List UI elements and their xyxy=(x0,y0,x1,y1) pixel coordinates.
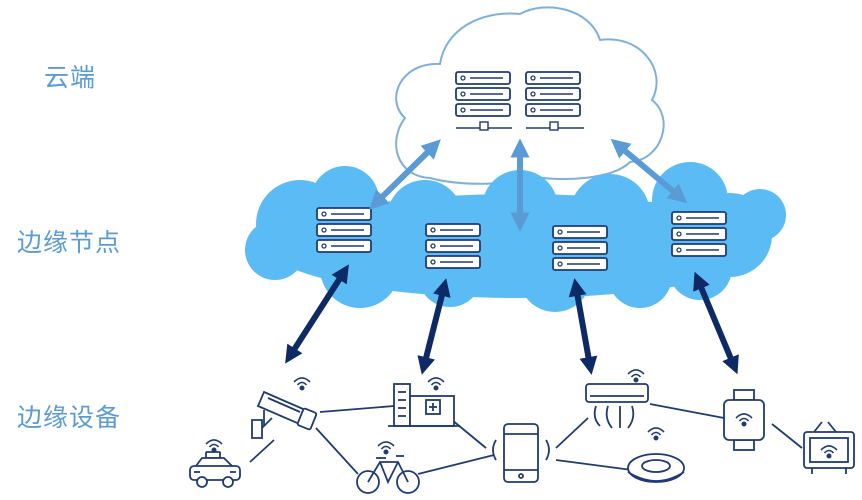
cloud-edge-arrows xyxy=(369,138,688,232)
edge-server-1 xyxy=(317,208,371,252)
cloud-server-rack-right xyxy=(525,71,584,131)
taxi-icon xyxy=(189,439,241,488)
smartwatch-icon xyxy=(723,389,765,451)
hospital-building-icon xyxy=(388,377,460,427)
cloud-server-rack-left xyxy=(455,71,512,131)
edge-node-tier-label: 边缘节点 xyxy=(17,228,122,257)
edge-device-arrows xyxy=(285,264,739,375)
edge-server-3 xyxy=(553,226,607,270)
smartphone-icon xyxy=(492,423,550,483)
bicycle-icon xyxy=(356,441,420,494)
robot-vacuum-icon xyxy=(627,427,685,483)
surveillance-camera-icon xyxy=(251,377,318,439)
cloud-tier-label: 云端 xyxy=(44,63,97,92)
edge-server-2 xyxy=(426,224,480,268)
device-links xyxy=(249,403,803,475)
edge-server-4 xyxy=(672,212,726,256)
air-conditioner-icon xyxy=(585,369,649,429)
smart-tv-icon xyxy=(803,421,855,474)
edge-device-tier-label: 边缘设备 xyxy=(17,403,122,432)
